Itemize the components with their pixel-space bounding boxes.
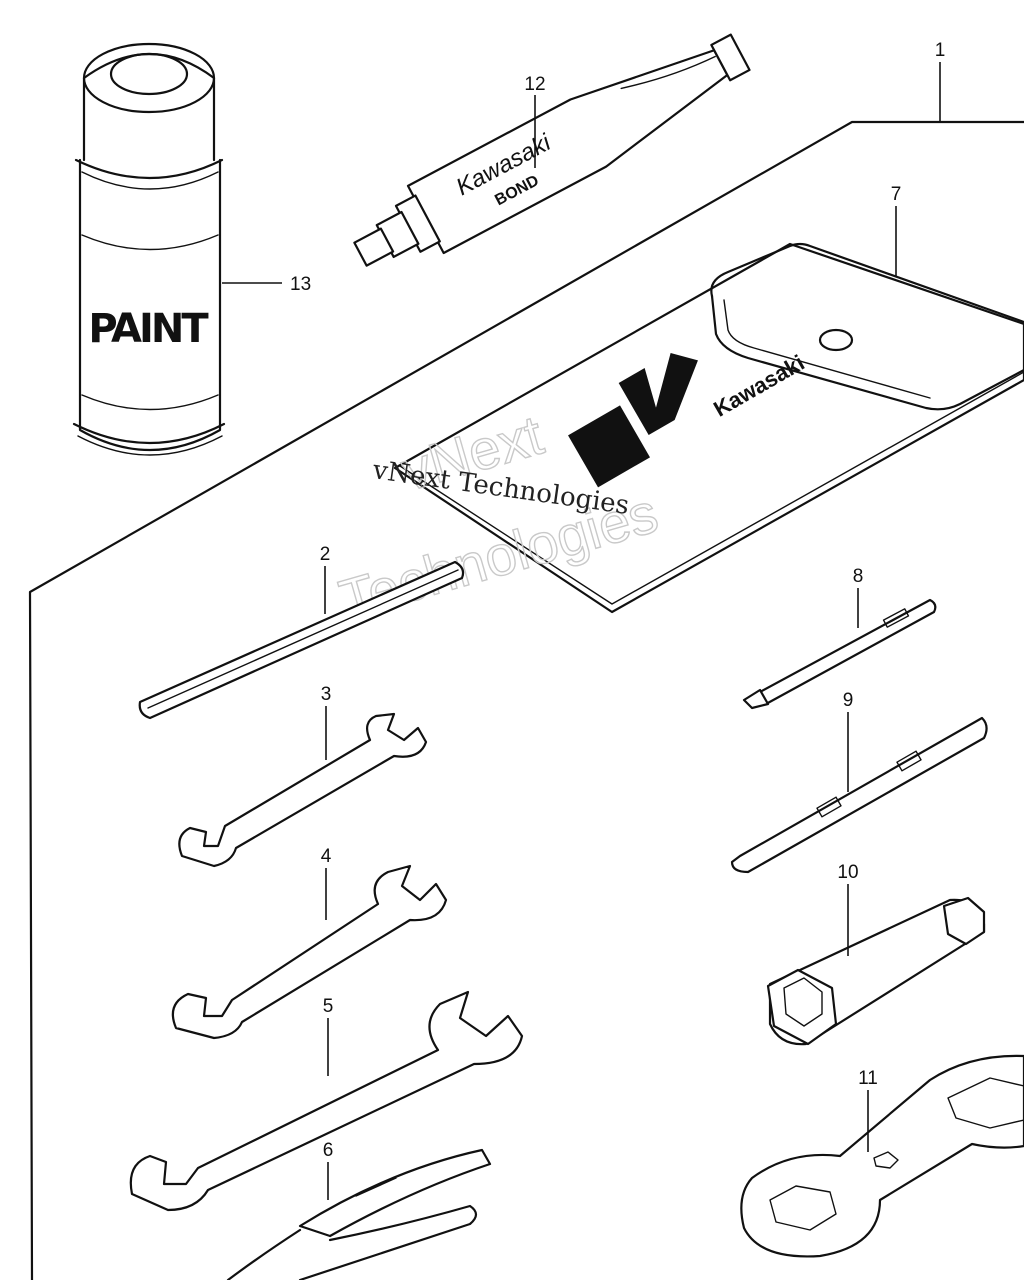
callout-6: 6 [323, 1140, 334, 1161]
callout-10: 10 [837, 862, 858, 883]
wrench-small [178, 712, 428, 868]
spark-plug-wrench [766, 896, 986, 1046]
pliers [226, 1148, 492, 1282]
screwdriver-bit [742, 598, 937, 710]
bond-tube: Kawasaki BOND [353, 33, 751, 267]
wrench-large [129, 990, 524, 1212]
box-wrench [740, 1054, 1024, 1258]
callout-12: 12 [524, 74, 545, 95]
callout-3: 3 [321, 684, 332, 705]
paint-can: PAINT [72, 42, 226, 456]
callout-4: 4 [321, 846, 332, 867]
callout-13: 13 [290, 274, 311, 295]
callout-9: 9 [843, 690, 854, 711]
callout-1: 1 [935, 40, 946, 61]
pouch-logo: Kawasaki [568, 350, 809, 488]
callout-8: 8 [853, 566, 864, 587]
paint-label: PAINT [88, 306, 209, 352]
screwdriver-handle [730, 716, 988, 874]
wrench-medium [171, 864, 448, 1040]
hex-bar [138, 560, 465, 720]
callout-11: 11 [858, 1068, 878, 1089]
callout-7: 7 [891, 184, 902, 205]
callout-2: 2 [320, 544, 331, 565]
callout-5: 5 [323, 996, 334, 1017]
kit-outline [28, 120, 1024, 1282]
